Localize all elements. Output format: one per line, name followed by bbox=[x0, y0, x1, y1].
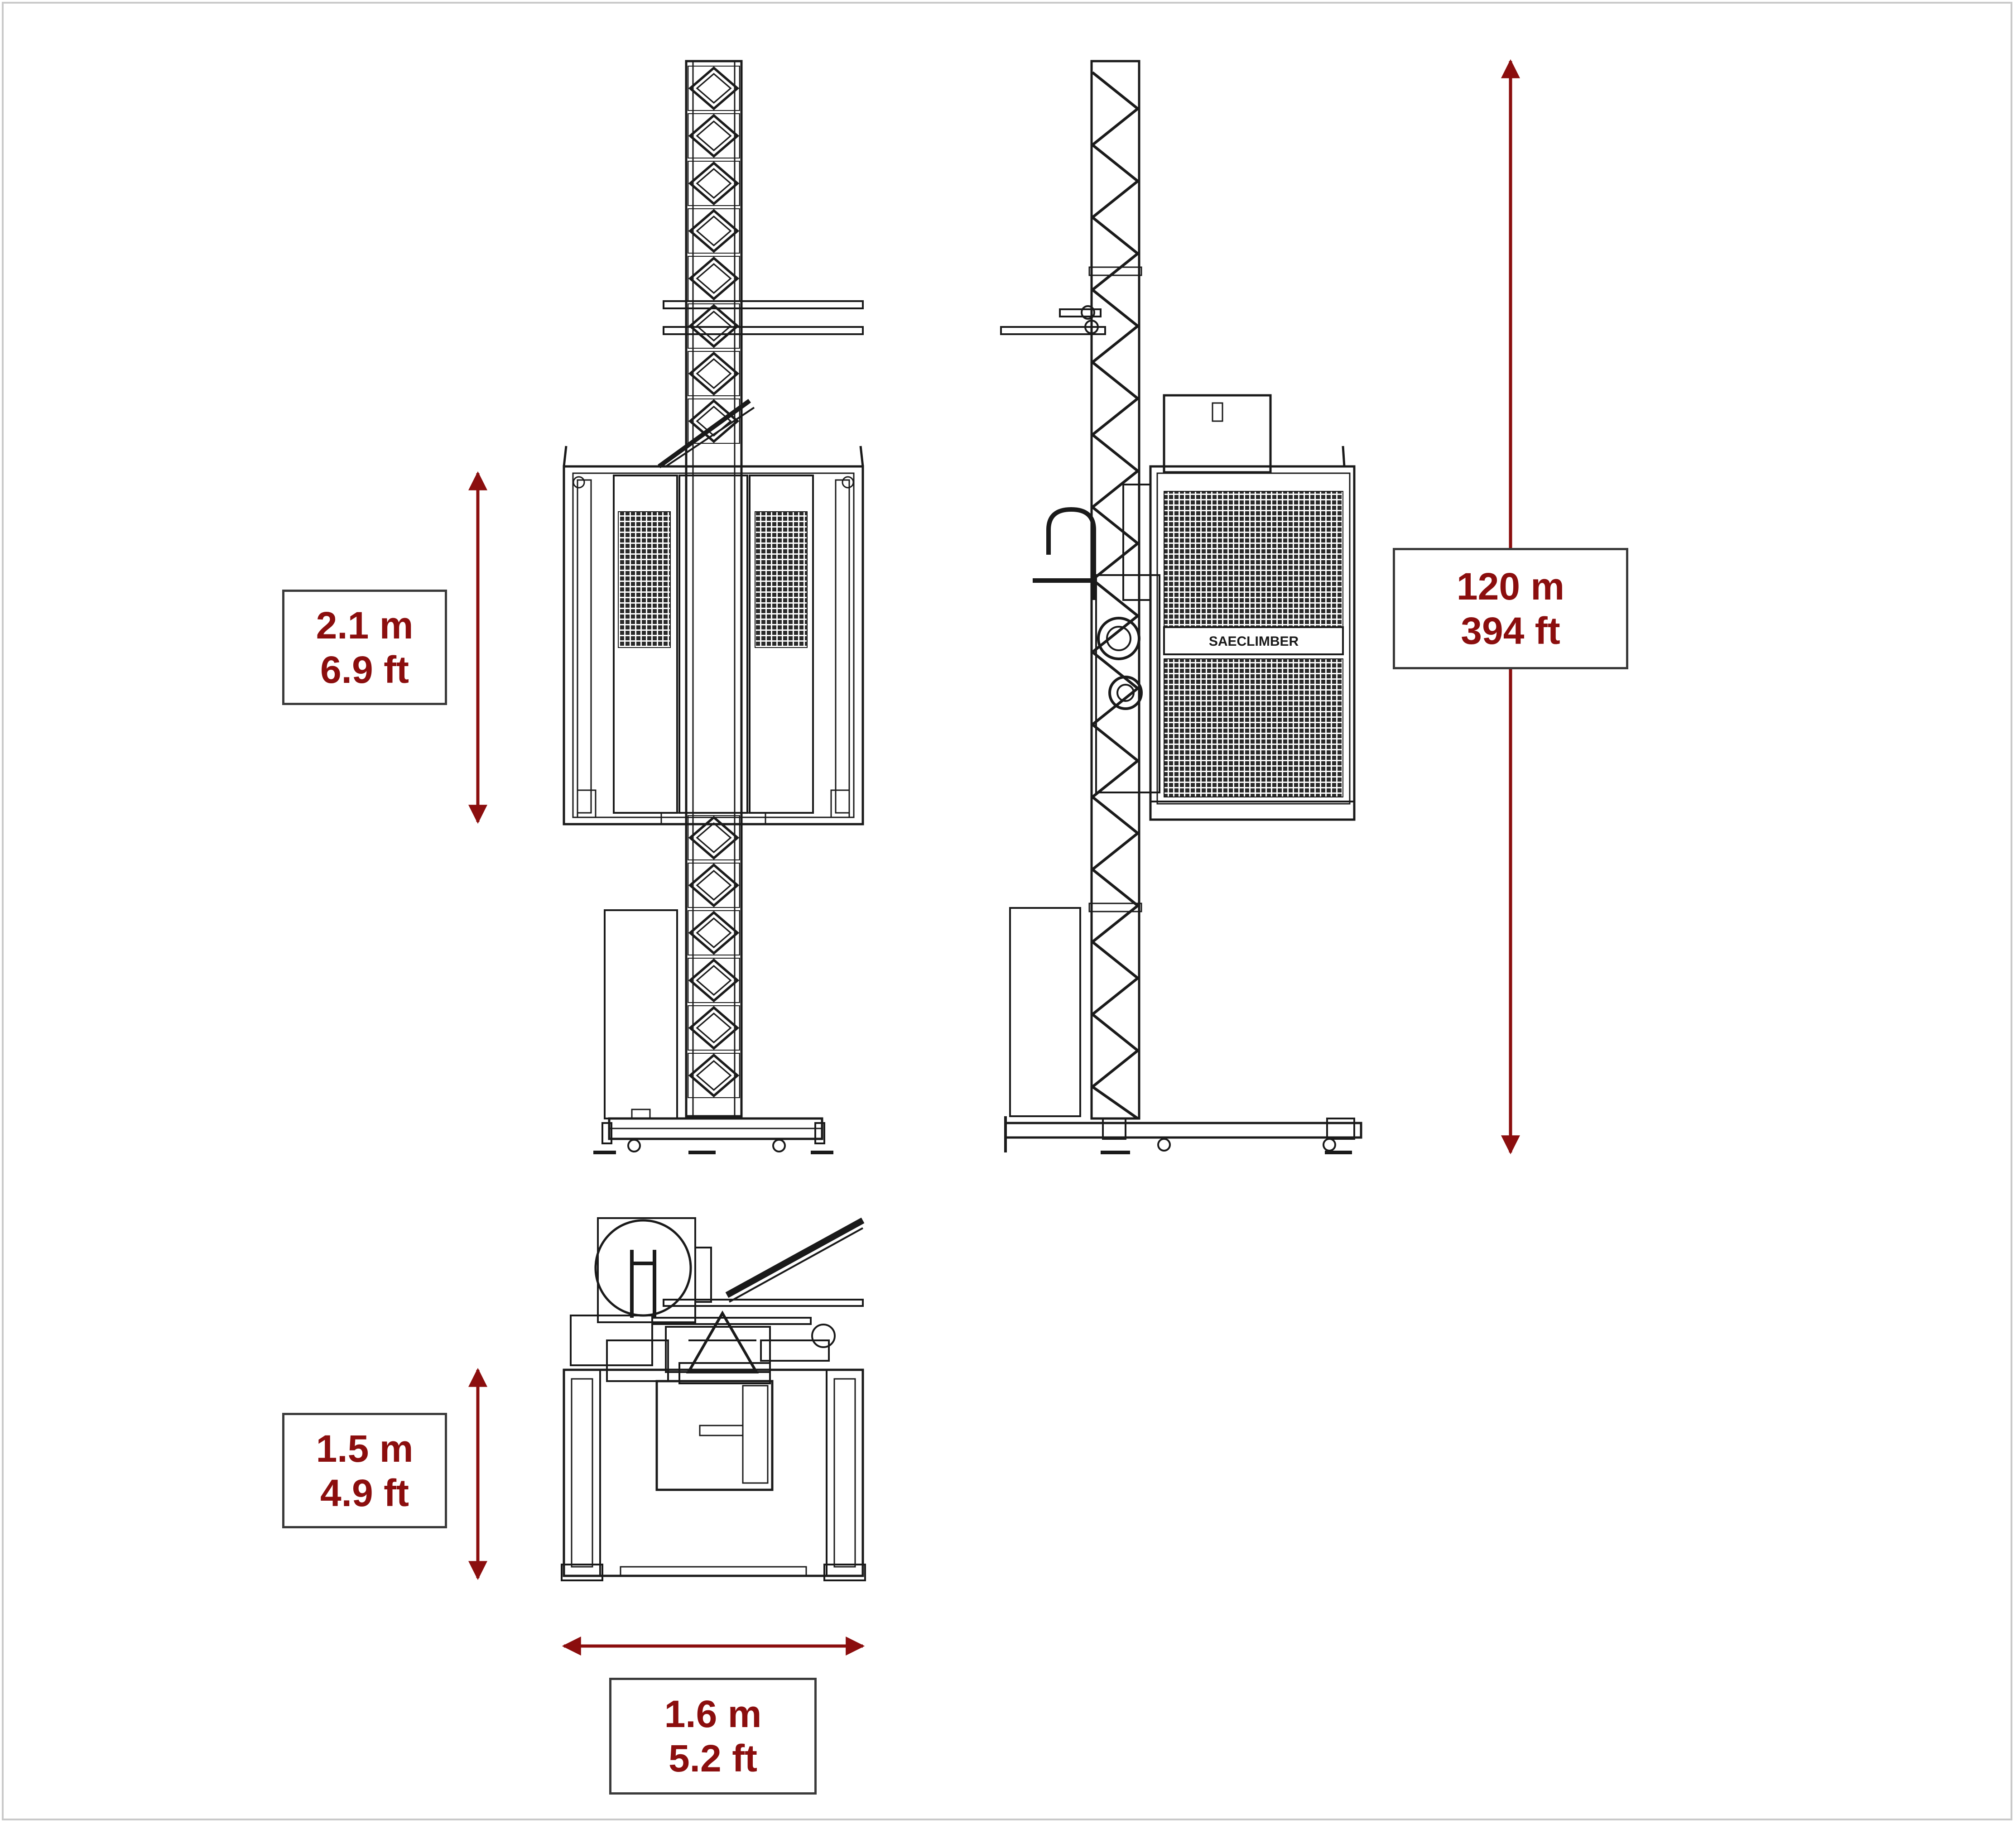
side-view: SAECLIMBER bbox=[1000, 60, 1362, 1154]
width-imperial: 5.2 ft bbox=[668, 1737, 758, 1780]
max-height-metric: 120 m bbox=[1456, 565, 1565, 608]
cabin-height-label: 2.1 m 6.9 ft bbox=[282, 590, 447, 705]
front-cabin bbox=[563, 446, 864, 826]
front-mast bbox=[685, 60, 743, 1118]
top-cabin-plan bbox=[561, 1368, 866, 1581]
depth-metric: 1.5 m bbox=[316, 1427, 414, 1470]
brand-label: SAECLIMBER bbox=[1209, 634, 1299, 649]
max-height-label: 120 m 394 ft bbox=[1393, 548, 1628, 669]
cabin-height-metric: 2.1 m bbox=[316, 604, 414, 647]
side-mast bbox=[1088, 60, 1142, 1120]
cabin-height-imperial: 6.9 ft bbox=[320, 648, 409, 691]
dimension-lines bbox=[468, 59, 1520, 1656]
top-view bbox=[561, 1217, 866, 1581]
side-cabin: SAECLIMBER bbox=[1149, 394, 1356, 821]
max-height-imperial: 394 ft bbox=[1461, 610, 1560, 652]
width-label: 1.6 m 5.2 ft bbox=[609, 1678, 817, 1795]
front-view bbox=[563, 60, 864, 1154]
depth-label: 1.5 m 4.9 ft bbox=[282, 1413, 447, 1528]
width-metric: 1.6 m bbox=[664, 1693, 762, 1735]
depth-imperial: 4.9 ft bbox=[320, 1471, 409, 1514]
